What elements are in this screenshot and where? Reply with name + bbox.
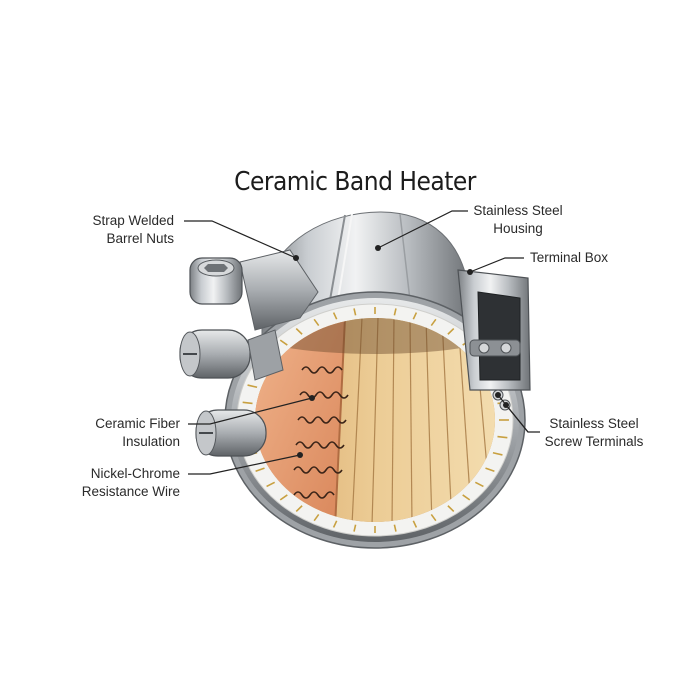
ceramic-ring-tick xyxy=(497,435,508,439)
ceramic-ring-tick xyxy=(447,505,455,512)
label-strap-welded-barrel-nuts: Strap Welded Barrel Nuts xyxy=(92,213,299,261)
ceramic-ring-tick xyxy=(266,481,276,488)
ceramic-ring-tick xyxy=(447,328,455,335)
leader-dot xyxy=(495,392,501,398)
leader-line xyxy=(188,454,301,475)
leader-dot xyxy=(293,255,299,261)
ceramic-ring-tick xyxy=(393,524,397,532)
ceramic-ring-tick xyxy=(485,467,495,473)
label-line: Nickel-Chrome xyxy=(91,466,180,481)
leader-dot xyxy=(467,269,473,275)
label-line: Stainless Steel xyxy=(549,416,638,431)
diagram-title: Ceramic Band Heater xyxy=(234,167,477,197)
ceramic-ring-tick xyxy=(332,312,338,320)
label-nickel-chrome-resistance-wire: Nickel-Chrome Resistance Wire xyxy=(82,452,303,499)
ceramic-ring-tick xyxy=(462,494,471,501)
leader-line xyxy=(188,397,313,425)
ceramic-ring-tick xyxy=(430,513,437,522)
ceramic-ring-tick xyxy=(295,505,303,512)
ceramic-ring-tick xyxy=(492,451,503,456)
label-line: Resistance Wire xyxy=(82,484,180,499)
ceramic-ring-tick xyxy=(313,318,320,327)
label-line: Strap Welded xyxy=(92,213,174,228)
ceramic-ring-tick xyxy=(412,520,418,528)
leader-line xyxy=(184,220,297,259)
leader-dot xyxy=(309,395,315,401)
label-line: Terminal Box xyxy=(530,250,608,265)
leader-dot xyxy=(375,245,381,251)
label-line: Stainless Steel xyxy=(473,203,562,218)
label-stainless-steel-screw-terminals: Stainless Steel Screw Terminals xyxy=(495,392,644,449)
leader-line xyxy=(377,210,468,249)
label-terminal-box: Terminal Box xyxy=(467,250,608,275)
ceramic-ring-tick xyxy=(412,312,418,320)
terminal-box xyxy=(457,269,531,411)
leader-line xyxy=(469,257,524,273)
ceramic-ring-tick xyxy=(353,524,357,532)
label-line: Insulation xyxy=(122,434,180,449)
label-line: Barrel Nuts xyxy=(106,231,174,246)
leader-dot xyxy=(503,402,509,408)
leader-dot xyxy=(297,452,303,458)
barrel-nuts xyxy=(179,249,319,457)
ceramic-ring-tick xyxy=(279,339,288,346)
ceramic-ring-tick xyxy=(474,481,484,488)
ceramic-ring-tick xyxy=(295,328,303,335)
ceramic-ring-tick xyxy=(279,494,288,501)
ceramic-ring-tick xyxy=(255,467,265,473)
leader-line xyxy=(505,404,529,433)
label-stainless-steel-housing: Stainless Steel Housing xyxy=(375,203,563,251)
ceramic-ring-tick xyxy=(353,308,357,316)
ceramic-ring-tick xyxy=(393,308,397,316)
label-line: Housing xyxy=(493,221,543,236)
ceramic-ring-tick xyxy=(430,318,437,327)
ceramic-ring-tick xyxy=(242,401,253,405)
label-ceramic-fiber-insulation: Ceramic Fiber Insulation xyxy=(95,395,315,449)
ceramic-ring-tick xyxy=(313,513,320,522)
heater-body xyxy=(179,211,531,549)
label-line: Ceramic Fiber xyxy=(95,416,180,431)
ceramic-ring-tick xyxy=(247,384,258,389)
label-line: Screw Terminals xyxy=(545,434,644,449)
ceramic-ring-tick xyxy=(332,520,338,528)
